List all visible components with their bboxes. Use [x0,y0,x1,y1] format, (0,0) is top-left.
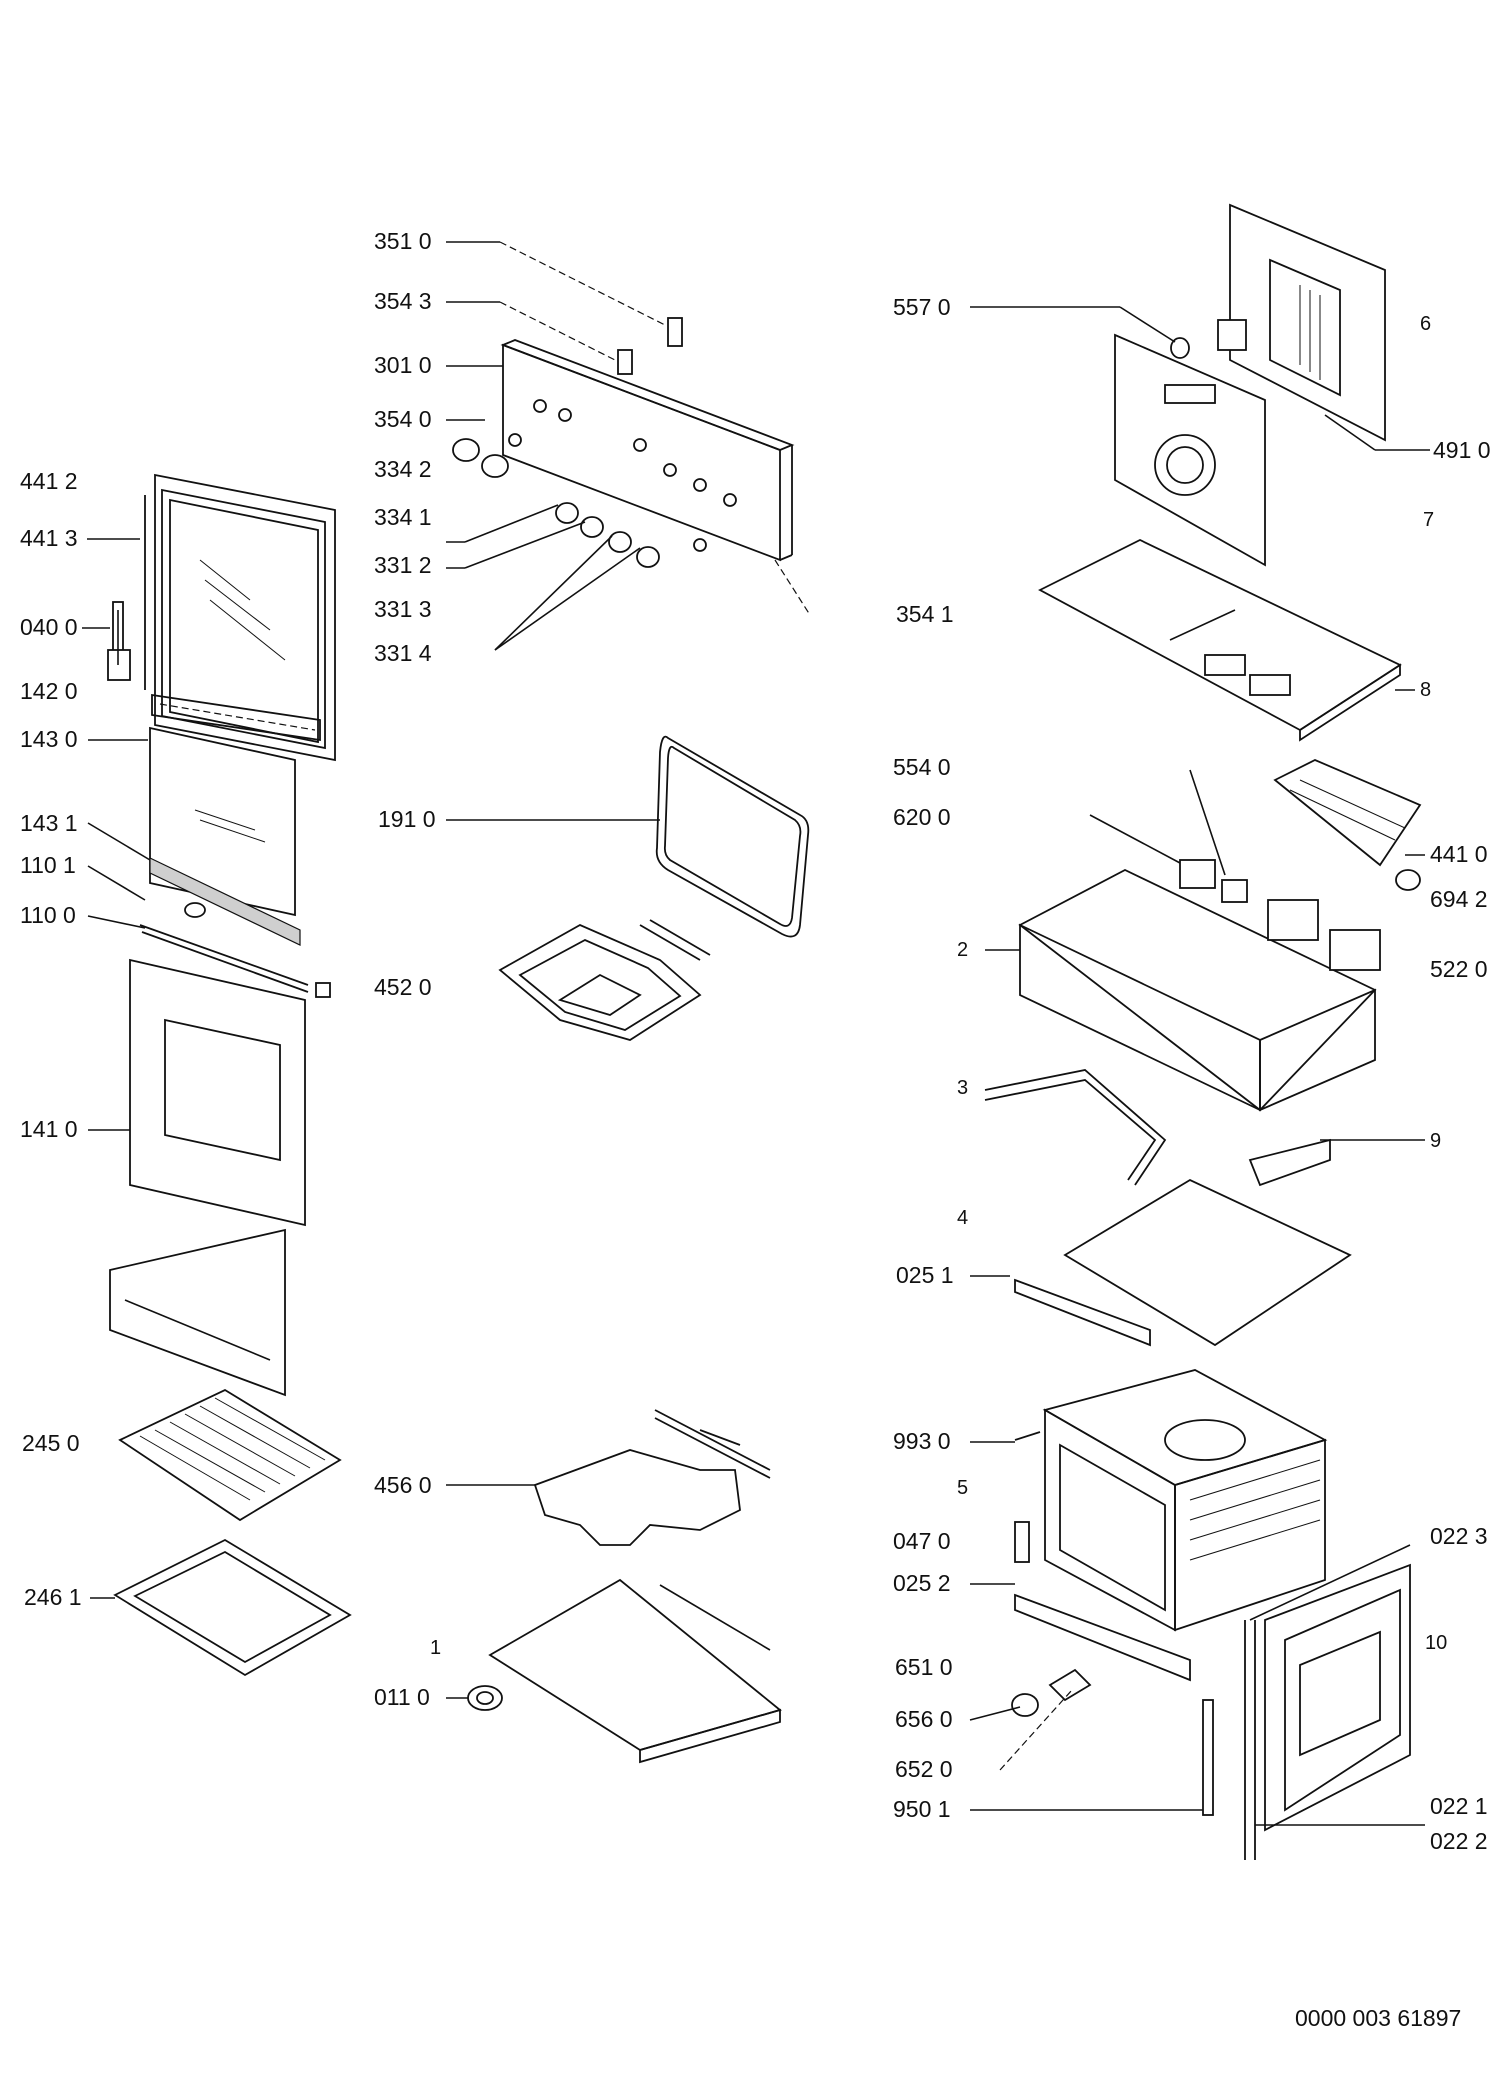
part-label-441-0: 441 0 [1430,841,1488,867]
part-label-025-1: 025 1 [896,1262,954,1288]
part-label-191-0: 191 0 [378,806,436,832]
support-bracket-drawing [984,1069,1331,1187]
part-label-9: 9 [1430,1130,1442,1152]
part-label-10: 10 [1425,1632,1448,1654]
bottom-plate-drawing [1014,1178,1352,1347]
part-label-620-0: 620 0 [893,804,951,830]
part-label-040-0: 040 0 [20,614,78,640]
part-label-950-1: 950 1 [893,1796,951,1822]
tangential-fan-drawing [1273,759,1422,891]
part-label-334-1: 334 1 [374,504,432,530]
bottom-heater-drawing [533,1409,771,1546]
part-label-245-0: 245 0 [22,1430,80,1456]
part-label-491-0: 491 0 [1433,437,1491,463]
part-label-452-0: 452 0 [374,974,432,1000]
part-label-334-2: 334 2 [374,456,432,482]
part-label-354-3: 354 3 [374,288,432,314]
part-label-354-0: 354 0 [374,406,432,432]
part-label-8: 8 [1420,679,1432,701]
rear-fan-panel-drawing [1114,319,1266,567]
part-label-441-2: 441 2 [20,468,78,494]
back-wiring-panel-drawing [1229,203,1386,442]
control-panel-drawing [500,339,795,562]
part-label-5: 5 [957,1477,969,1499]
door-hinge-drawing [107,601,131,681]
cavity-small-parts-drawing [1011,1431,1191,1717]
door-front-panel-drawing [129,958,306,1227]
part-label-3: 3 [957,1077,969,1099]
housing-tray-drawing [1018,859,1381,1112]
part-label-110-0: 110 0 [20,902,76,928]
control-knobs-drawing [452,317,683,568]
side-door-drawing [1202,1563,1411,1860]
part-label-025-2: 025 2 [893,1570,951,1596]
part-label-331-2: 331 2 [374,552,432,578]
part-label-652-0: 652 0 [895,1756,953,1782]
part-label-331-4: 331 4 [374,640,432,666]
control-strip-drawing [151,693,321,742]
part-label-331-3: 331 3 [374,596,432,622]
door-trim-strip-drawing [149,857,301,946]
part-label-022-3: 022 3 [1430,1523,1488,1549]
door-back-glass-drawing [109,1228,286,1397]
grill-element-drawing [498,919,711,1041]
part-label-993-0: 993 0 [893,1428,951,1454]
oven-cavity-drawing [1042,1369,1328,1632]
oven-gasket-drawing [655,735,810,938]
drawing-number: 0000 003 61897 [1295,2005,1462,2031]
bottom-cover-drawing [488,1578,782,1764]
part-label-6: 6 [1420,313,1432,335]
part-label-351-0: 351 0 [374,228,432,254]
part-label-022-2: 022 2 [1430,1828,1488,1854]
inner-glass-drawing [149,726,296,917]
part-label-141-0: 141 0 [20,1116,78,1142]
part-label-694-2: 694 2 [1430,886,1488,912]
part-label-354-1: 354 1 [896,601,954,627]
door-outer-frame-drawing [144,473,336,762]
part-label-110-1: 110 1 [20,852,76,878]
part-label-4: 4 [957,1207,969,1229]
part-label-047-0: 047 0 [893,1528,951,1554]
part-label-2: 2 [957,939,969,961]
part-label-143-1: 143 1 [20,810,78,836]
part-label-7: 7 [1423,509,1435,531]
wire-shelf-drawing [118,1388,342,1522]
part-label-143-0: 143 0 [20,726,78,752]
part-label-554-0: 554 0 [893,754,951,780]
part-label-522-0: 522 0 [1430,956,1488,982]
part-label-651-0: 651 0 [895,1654,953,1680]
top-cover-drawing [1038,538,1402,742]
part-label-022-1: 022 1 [1430,1793,1488,1819]
part-label-142-0: 142 0 [20,678,78,704]
part-label-1: 1 [430,1637,442,1659]
part-label-441-3: 441 3 [20,525,78,551]
part-label-557-0: 557 0 [893,294,951,320]
leveling-foot-drawing [467,1685,503,1711]
part-label-656-0: 656 0 [895,1706,953,1732]
leader-lines [82,241,1430,1826]
part-label-301-0: 301 0 [374,352,432,378]
part-label-246-1: 246 1 [24,1584,82,1610]
baking-tray-drawing [113,1538,352,1677]
door-rod-drawing [139,924,331,998]
part-label-011-0: 011 0 [374,1684,430,1710]
part-label-456-0: 456 0 [374,1472,432,1498]
